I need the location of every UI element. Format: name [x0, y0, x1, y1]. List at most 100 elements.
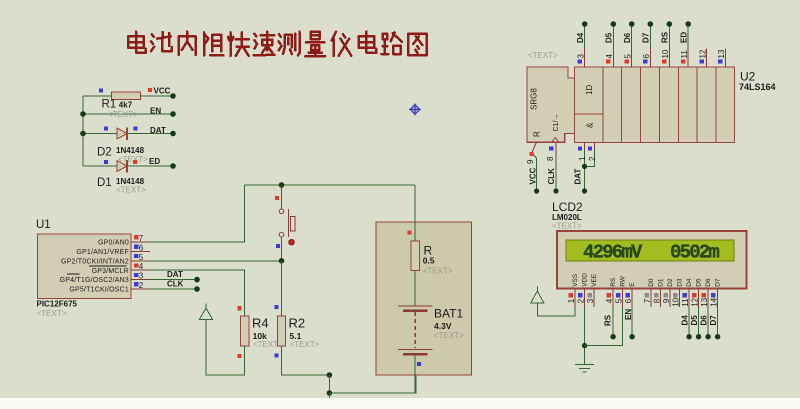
svg-text:0.5: 0.5: [423, 256, 435, 266]
svg-text:D6: D6: [623, 32, 632, 43]
svg-text:SRG8: SRG8: [530, 88, 539, 110]
svg-text:GP2/T0CKI/INT/AN2: GP2/T0CKI/INT/AN2: [61, 258, 129, 265]
svg-text:CLK: CLK: [547, 168, 556, 185]
svg-text:13: 13: [717, 49, 726, 58]
svg-text:5: 5: [139, 253, 144, 262]
svg-text:10k: 10k: [253, 331, 267, 341]
svg-text:7: 7: [139, 234, 144, 243]
svg-text:D2: D2: [667, 278, 674, 287]
svg-text:VCC: VCC: [154, 87, 171, 96]
svg-text:LM020L: LM020L: [552, 213, 582, 222]
svg-text:DAT: DAT: [574, 169, 583, 185]
svg-text:DAT: DAT: [167, 270, 183, 279]
svg-text:4: 4: [605, 298, 614, 303]
svg-text:D1: D1: [657, 278, 664, 287]
svg-text:RS: RS: [604, 314, 613, 326]
svg-text:2: 2: [588, 156, 597, 161]
svg-text:VSS: VSS: [572, 273, 579, 287]
svg-text:10: 10: [661, 49, 670, 58]
svg-text:3: 3: [139, 272, 144, 281]
svg-text:14: 14: [710, 297, 719, 306]
svg-text:R2: R2: [289, 316, 306, 331]
svg-text:RS: RS: [610, 277, 617, 287]
svg-text:D5: D5: [690, 315, 699, 326]
svg-text:GP5/T1CKI/OSC1: GP5/T1CKI/OSC1: [69, 287, 129, 294]
svg-text:GP0/AN0: GP0/AN0: [98, 240, 129, 247]
svg-text:LCD2: LCD2: [552, 200, 583, 214]
svg-text:6: 6: [624, 298, 633, 303]
svg-text:ED: ED: [149, 157, 160, 166]
svg-text:8: 8: [653, 298, 662, 303]
svg-text:D4: D4: [576, 32, 585, 43]
svg-text:<TEXT>: <TEXT>: [528, 51, 558, 60]
svg-text:0502m: 0502m: [670, 242, 719, 264]
svg-text:9: 9: [526, 159, 535, 164]
svg-text:<TEXT>: <TEXT>: [37, 309, 67, 318]
svg-text:R: R: [424, 244, 433, 258]
svg-text:GP4/T1G/OSC2/AN3: GP4/T1G/OSC2/AN3: [60, 277, 129, 284]
svg-text:11: 11: [680, 50, 689, 59]
svg-text:R1: R1: [102, 99, 117, 111]
svg-text:R4: R4: [252, 316, 269, 331]
svg-text:D3: D3: [676, 278, 683, 287]
svg-text:E: E: [629, 282, 636, 287]
svg-text:1D: 1D: [585, 85, 594, 95]
svg-text:4296mV: 4296mV: [583, 242, 643, 264]
svg-text:D7: D7: [642, 32, 651, 43]
svg-text:BAT1: BAT1: [434, 307, 463, 321]
svg-text:1: 1: [578, 156, 587, 161]
svg-text:VCC: VCC: [529, 167, 538, 184]
svg-text:RW: RW: [619, 275, 626, 287]
svg-text:9: 9: [662, 298, 671, 303]
svg-text:DAT: DAT: [150, 126, 166, 135]
svg-text:D0: D0: [648, 278, 655, 287]
svg-text:D7: D7: [714, 278, 721, 287]
svg-text:74LS164: 74LS164: [739, 82, 776, 92]
svg-text:3: 3: [577, 54, 586, 59]
svg-text:12: 12: [699, 49, 708, 58]
svg-text:D7: D7: [709, 315, 718, 326]
svg-text:5.1: 5.1: [290, 331, 302, 341]
svg-text:U2: U2: [740, 70, 756, 84]
svg-text:D4: D4: [686, 278, 693, 287]
svg-text:1N4148: 1N4148: [116, 146, 145, 155]
svg-text:EN: EN: [624, 309, 633, 320]
svg-text:10: 10: [672, 297, 681, 306]
svg-text:5: 5: [615, 298, 624, 303]
svg-text:6: 6: [642, 54, 651, 59]
svg-text:<TEXT>: <TEXT>: [552, 222, 582, 231]
svg-text:D6: D6: [705, 278, 712, 287]
svg-text:4: 4: [139, 262, 144, 271]
svg-text:8: 8: [546, 156, 555, 161]
svg-text:D2: D2: [97, 147, 112, 159]
svg-text:GP3/MCLR: GP3/MCLR: [92, 268, 129, 275]
svg-text:4k7: 4k7: [119, 100, 133, 109]
svg-text:5: 5: [624, 54, 633, 59]
svg-text:11: 11: [681, 298, 690, 307]
svg-text:C1/→: C1/→: [553, 114, 560, 132]
svg-text:&: &: [586, 122, 595, 128]
svg-text:R: R: [533, 131, 542, 137]
svg-text:<TEXT>: <TEXT>: [108, 110, 138, 119]
svg-text:<TEXT>: <TEXT>: [434, 331, 464, 340]
svg-text:GP1/AN1/VREF: GP1/AN1/VREF: [76, 249, 129, 256]
svg-text:1: 1: [567, 298, 576, 303]
svg-text:ED: ED: [679, 32, 688, 43]
svg-text:D4: D4: [681, 315, 690, 326]
svg-text:<TEXT>: <TEXT>: [423, 267, 453, 276]
svg-text:PIC12F675: PIC12F675: [37, 300, 78, 309]
svg-text:D5: D5: [605, 32, 614, 43]
svg-text:6: 6: [139, 243, 144, 252]
svg-text:12: 12: [691, 297, 700, 306]
svg-text:D1: D1: [97, 177, 112, 189]
svg-text:D5: D5: [695, 278, 702, 287]
svg-text:2: 2: [139, 281, 144, 290]
svg-text:3: 3: [586, 298, 595, 303]
svg-text:<TEXT>: <TEXT>: [118, 155, 148, 164]
svg-text:13: 13: [700, 297, 709, 306]
svg-text:<TEXT>: <TEXT>: [116, 186, 146, 195]
svg-text:U1: U1: [36, 219, 51, 231]
svg-text:4: 4: [605, 54, 614, 59]
svg-text:D6: D6: [700, 315, 709, 326]
svg-text:CLK: CLK: [167, 280, 184, 289]
